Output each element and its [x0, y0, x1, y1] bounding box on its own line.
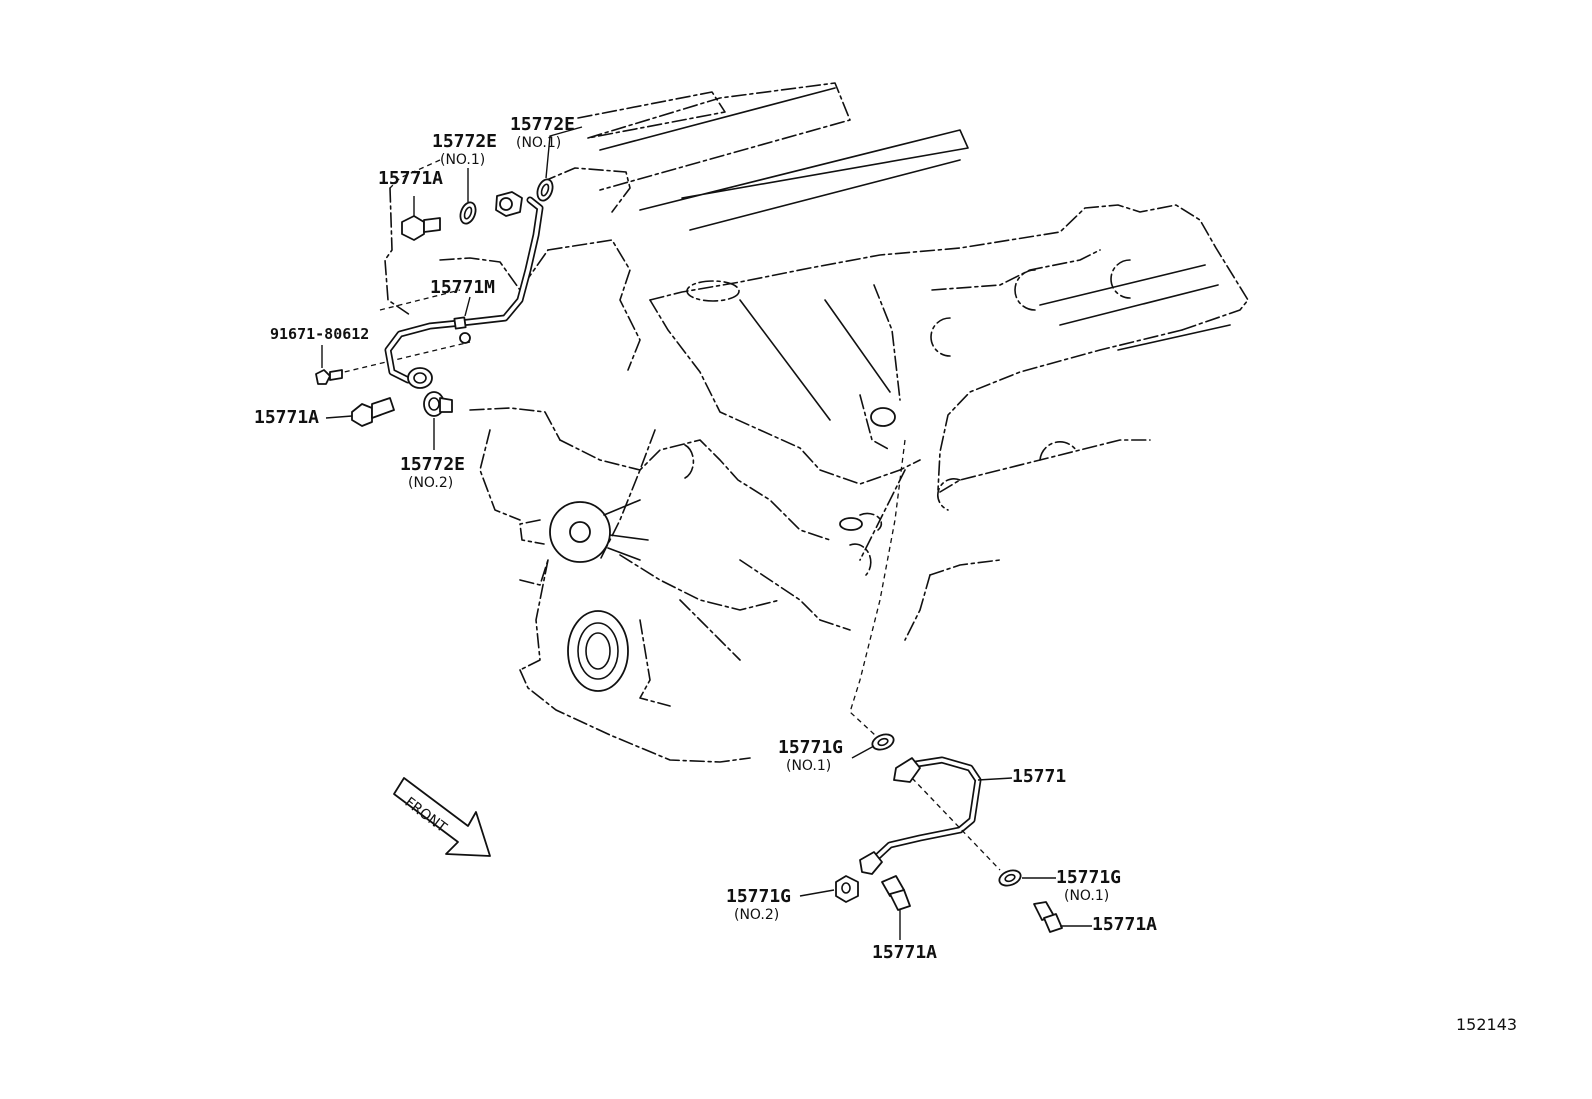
label-15771a-left: 15771A [254, 407, 319, 428]
label-15772e-low-sub: (NO.2) [408, 475, 453, 491]
label-15771: 15771 [1012, 766, 1066, 787]
label-15771a-mid: 15771A [872, 942, 937, 963]
label-15772e-mid-sub: (NO.1) [440, 152, 485, 168]
label-91671-80612: 91671-80612 [270, 325, 369, 343]
label-15771m: 15771M [430, 277, 495, 298]
label-15771g-a: 15771G [778, 737, 843, 758]
upper-oil-pipe [384, 191, 544, 389]
label-15772e-top: 15772E [510, 114, 575, 135]
label-15771g-b-sub: (NO.1) [1064, 888, 1109, 904]
leader-lines [321, 126, 1092, 940]
lower-oil-pipe [835, 733, 1063, 933]
front-arrow: FRONT [393, 777, 491, 857]
label-15771a-right: 15771A [1092, 914, 1157, 935]
label-15771a-top: 15771A [378, 168, 443, 189]
label-15772e-top-sub: (NO.1) [516, 135, 561, 151]
label-15771g-c-sub: (NO.2) [734, 907, 779, 923]
label-15772e-mid: 15772E [432, 131, 497, 152]
label-15772e-low: 15772E [400, 454, 465, 475]
label-15771g-b: 15771G [1056, 867, 1121, 888]
upper-fittings [315, 178, 554, 427]
engine-outline [335, 82, 1249, 763]
label-15771g-a-sub: (NO.1) [786, 758, 831, 774]
figure-number: 152143 [1456, 1015, 1517, 1034]
label-15771g-c: 15771G [726, 886, 791, 907]
part-labels: 15772E (NO.1) 15772E (NO.1) 15771A 15771… [254, 114, 1517, 1034]
